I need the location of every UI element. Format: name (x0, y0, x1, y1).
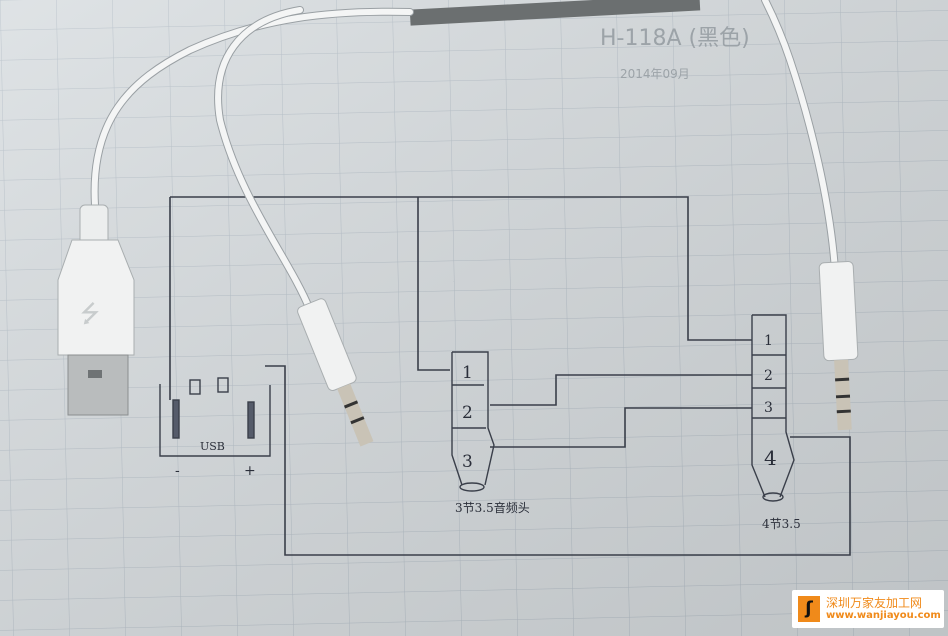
wiring-lines (169, 196, 851, 556)
usb-plug: ⭍ (57, 204, 135, 416)
jack3-pin-2: 2 (462, 403, 473, 423)
usb-minus-label: - (175, 463, 180, 479)
jack3-pin-3: 3 (462, 452, 473, 472)
printed-header-line2: 2014年09月 (620, 67, 690, 81)
watermark-name: 深圳万家友加工网 (826, 596, 923, 610)
watermark: ʃ 深圳万家友加工网 www.wanjiayou.com (792, 590, 944, 628)
jack4-caption: 4节3.5 (762, 517, 801, 531)
printed-header-line1: H-118A (黑色) (600, 26, 750, 51)
audio-plug-4pole (818, 260, 859, 431)
jack3-pin-1: 1 (462, 363, 473, 383)
watermark-url: www.wanjiayou.com (826, 610, 941, 621)
jack4-pin-4: 4 (764, 446, 777, 470)
usb-label: USB (200, 440, 225, 453)
jack4-drawing (751, 314, 795, 502)
cables (90, 0, 839, 314)
usb-port-drawing (159, 377, 271, 457)
jack4-pin-3: 3 (764, 400, 773, 416)
jack3-caption: 3节3.5音频头 (455, 500, 530, 515)
jack3-drawing (451, 351, 495, 492)
jack4-pin-1: 1 (764, 333, 773, 349)
watermark-logo-icon: ʃ (798, 596, 820, 622)
usb-symbol-icon: ⭍ (80, 300, 100, 328)
metal-bar (409, 0, 701, 26)
usb-plus-label: + (244, 463, 256, 479)
audio-plug-3pole (297, 298, 374, 447)
jack4-pin-2: 2 (764, 368, 773, 384)
